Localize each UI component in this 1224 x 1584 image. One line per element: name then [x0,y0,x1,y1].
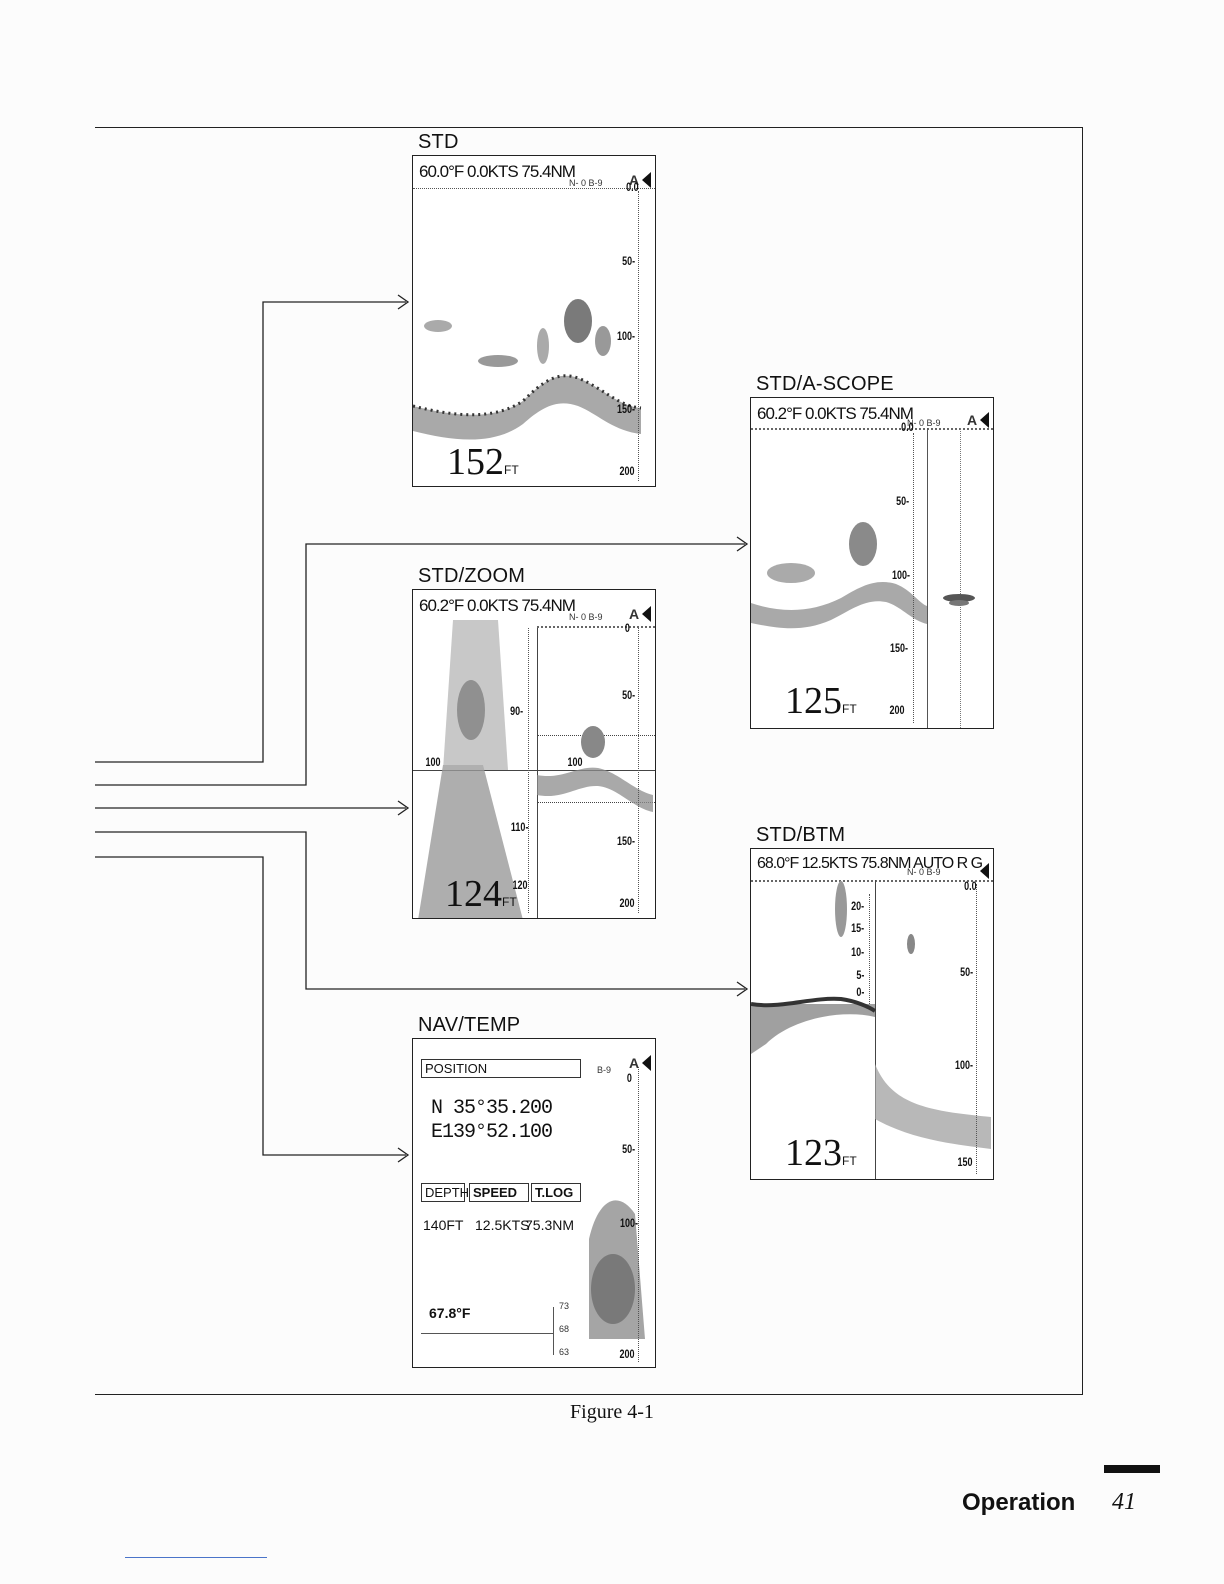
mode-indicator: A [967,412,978,428]
status-line: 60.2°F 0.0KTS 75.4NM [419,596,576,615]
panel-title-std-btm: STD/BTM [756,824,846,846]
std-zoom-screen: 60.2°F 0.0KTS 75.4NM N- 0 B-9 A 90- 100 … [412,589,656,919]
scale-label: 50- [622,254,636,268]
scale-label: 200 [619,1347,635,1361]
footer-rule [1104,1465,1160,1473]
range-indicator: N- 0 B-9 [569,178,603,188]
temp-scale-label: 73 [559,1301,570,1311]
btm-scale-label: 15- [851,921,865,935]
std-screen: 60.0°F 0.0KTS 75.4NM N- 0 B-9 A 0.0 50- … [412,155,656,487]
footnote-rule [125,1557,267,1558]
log-value: 75.3NM [525,1217,575,1233]
scale-label: 100- [620,1216,639,1230]
zoom-scale-label: 110- [510,820,529,834]
speaker-icon [980,863,989,879]
btm-scale-label: 0- [856,985,865,999]
sonar-echo [418,620,653,918]
scale-label: 0.0 [964,879,977,893]
tab-tlog: T.LOG [531,1183,581,1202]
nav-temp-screen: POSITION B-9 A N 35°35.200 E139°52.100 D… [412,1038,656,1368]
scale-label: 150 [957,1155,973,1169]
depth-readout: 152FT [447,441,519,483]
scale-label: 50- [622,1142,636,1156]
range-indicator: N- 0 B-9 [907,418,941,428]
status-line: 68.0°F 12.5KTS 75.8NM AUTO R G [757,855,983,872]
sonar-echo [589,1200,645,1339]
speaker-icon [980,412,989,428]
scale-label: 150- [617,402,636,416]
scale-label: 50- [896,494,910,508]
latitude-readout: N 35°35.200 [431,1097,553,1120]
scale-label: 100- [955,1058,974,1072]
scale-label: 50- [960,965,974,979]
panel-title-std-ascope: STD/A-SCOPE [756,373,894,395]
tab-depth: DEPTH [421,1183,469,1202]
mode-indicator: A [629,606,640,622]
depth-value: 140FT [423,1217,464,1233]
mode-indicator: A [629,1055,640,1071]
scale-label: 0.0 [901,420,914,434]
sonar-echo [751,881,991,1149]
speaker-icon [642,1055,651,1071]
panel-title-std-zoom: STD/ZOOM [418,565,526,587]
depth-readout: 125FT [785,680,857,722]
scale-label: 100- [617,329,636,343]
panel-title-std: STD [418,131,459,153]
zoom-scale-label: 100 [425,755,441,769]
temp-scale-label: 68 [559,1324,570,1334]
range-indicator: N- 0 B-9 [907,867,941,877]
scale-label: 100 [567,755,583,769]
sonar-echo [751,522,975,629]
footer-section: Operation [962,1489,1076,1516]
scale-label: 200 [619,464,635,478]
scale-label: 0 [624,621,630,635]
figure-caption: Figure 4-1 [570,1401,654,1423]
scale-label: 100- [892,568,911,582]
btm-scale-label: 5- [856,968,865,982]
range-indicator: B-9 [597,1065,612,1075]
position-label: POSITION [421,1059,581,1078]
std-ascope-screen: 60.2°F 0.0KTS 75.4NM N- 0 B-9 A 0.0 50- … [750,397,994,729]
scale-label: 0.0 [626,180,639,194]
btm-scale-label: 20- [851,899,865,913]
range-indicator: N- 0 B-9 [569,612,603,622]
depth-readout: 123FT [785,1132,857,1174]
depth-readout: 124FT [445,873,517,915]
water-temp-value: 67.8°F [429,1305,471,1321]
speaker-icon [642,172,651,188]
btm-scale-label: 10- [851,945,865,959]
figure-frame [95,127,1083,1395]
scale-label: 150- [617,834,636,848]
zoom-scale-label: 120 [512,878,528,892]
speed-value: 12.5KTS [475,1217,530,1233]
speaker-icon [642,606,651,622]
std-btm-screen: 68.0°F 12.5KTS 75.8NM AUTO R G N- 0 B-9 … [750,848,994,1180]
scale-label: 200 [889,703,905,717]
zoom-scale-label: 90- [510,704,524,718]
panel-title-nav-temp: NAV/TEMP [418,1014,521,1036]
page-number: 41 [1112,1489,1136,1515]
status-line: 60.0°F 0.0KTS 75.4NM [419,162,576,181]
mode-indicator: A [629,172,640,188]
sonar-echo [413,299,642,440]
temp-scale-label: 63 [559,1347,570,1357]
scale-label: 50- [622,688,636,702]
scale-label: 0 [626,1071,632,1085]
scale-label: 150- [890,641,909,655]
tab-speed: SPEED [469,1183,529,1202]
status-line: 60.2°F 0.0KTS 75.4NM [757,404,914,423]
scale-label: 200 [619,896,635,910]
longitude-readout: E139°52.100 [431,1121,553,1144]
